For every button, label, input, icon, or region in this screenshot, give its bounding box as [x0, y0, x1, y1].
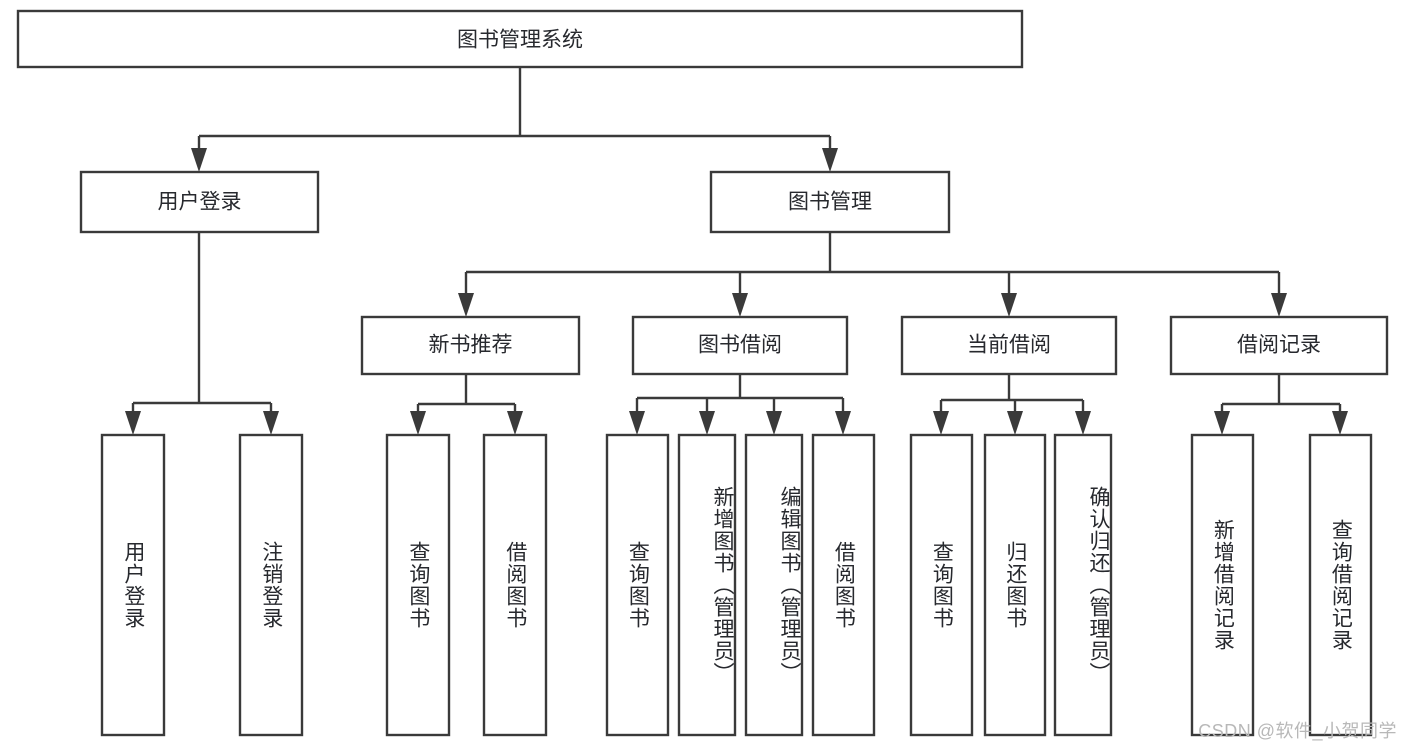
leaf-box-edit-book-admin[interactable] [744, 433, 804, 737]
node-borrow-label: 图书借阅 [698, 334, 782, 357]
arrowhead-current-to-leaf-2 [1007, 411, 1023, 435]
arrowhead-borrow-to-leaf-3 [766, 411, 782, 435]
node-borrow[interactable]: 图书借阅 [631, 315, 849, 376]
leaf-box-add-borrow-record[interactable] [1190, 433, 1255, 737]
node-borrow-box[interactable] [631, 315, 849, 376]
node-current-borrow[interactable]: 当前借阅 [900, 315, 1118, 376]
arrowhead-root-to-book-mgmt [822, 148, 838, 172]
node-new-books-box[interactable] [360, 315, 581, 376]
arrowhead-new-books-to-leaf-2 [507, 411, 523, 435]
node-new-books[interactable]: 新书推荐 [360, 315, 581, 376]
leaf-box-user-login[interactable] [100, 433, 166, 737]
arrowhead-root-to-user-login [191, 148, 207, 172]
leaf-box-query-borrow-record[interactable] [1308, 433, 1373, 737]
node-borrow-records[interactable]: 借阅记录 [1169, 315, 1389, 376]
node-user-login[interactable]: 用户登录 [79, 170, 320, 234]
arrowhead-book-mgmt-to-current [1001, 293, 1017, 317]
leaf-box-query-books-current[interactable] [909, 433, 974, 737]
connector-group-new-books [410, 374, 523, 435]
connector-group-book-mgmt [458, 232, 1287, 317]
arrowhead-book-mgmt-to-borrow [732, 293, 748, 317]
arrowhead-borrow-to-leaf-2 [699, 411, 715, 435]
leaf-box-query-books-borrow[interactable] [605, 433, 670, 737]
node-root[interactable]: 图书管理系统 [16, 9, 1024, 69]
connector-group-current [933, 374, 1091, 435]
arrowhead-book-mgmt-to-new-books [458, 293, 474, 317]
csdn-watermark: CSDN @软件_小贺同学 [1198, 721, 1397, 741]
node-user-login-box[interactable] [79, 170, 320, 234]
node-book-mgmt-box[interactable] [709, 170, 951, 234]
node-new-books-label: 新书推荐 [429, 334, 513, 357]
node-current-borrow-label: 当前借阅 [967, 334, 1051, 357]
node-book-mgmt-label: 图书管理 [788, 191, 872, 214]
arrowhead-user-login-to-leaf-2 [263, 411, 279, 435]
connector-group-root [191, 67, 838, 172]
leaf-box-borrow-books[interactable] [811, 433, 876, 737]
leaf-box-add-book-admin[interactable] [677, 433, 737, 737]
node-borrow-records-label: 借阅记录 [1237, 334, 1321, 357]
leaf-box-query-books-new[interactable] [385, 433, 451, 737]
arrowhead-book-mgmt-to-records [1271, 293, 1287, 317]
node-user-login-label: 用户登录 [158, 191, 242, 214]
connector-group-user-login [125, 232, 279, 435]
leaf-box-confirm-return-admin[interactable] [1053, 433, 1113, 737]
arrowhead-current-to-leaf-1 [933, 411, 949, 435]
arrowhead-new-books-to-leaf-1 [410, 411, 426, 435]
arrowhead-borrow-to-leaf-1 [629, 411, 645, 435]
node-book-mgmt[interactable]: 图书管理 [709, 170, 951, 234]
arrowhead-records-to-leaf-2 [1332, 411, 1348, 435]
node-root-box[interactable] [16, 9, 1024, 69]
arrowhead-records-to-leaf-1 [1214, 411, 1230, 435]
connector-group-records [1214, 374, 1348, 435]
leaf-box-return-books[interactable] [983, 433, 1047, 737]
leaf-box-borrow-books-new[interactable] [482, 433, 548, 737]
arrowhead-current-to-leaf-3 [1075, 411, 1091, 435]
node-borrow-records-box[interactable] [1169, 315, 1389, 376]
node-current-borrow-box[interactable] [900, 315, 1118, 376]
leaf-box-logout[interactable] [238, 433, 304, 737]
arrowhead-borrow-to-leaf-4 [835, 411, 851, 435]
node-root-label: 图书管理系统 [457, 29, 583, 52]
connector-group-borrow [629, 374, 851, 435]
arrowhead-user-login-to-leaf-1 [125, 411, 141, 435]
